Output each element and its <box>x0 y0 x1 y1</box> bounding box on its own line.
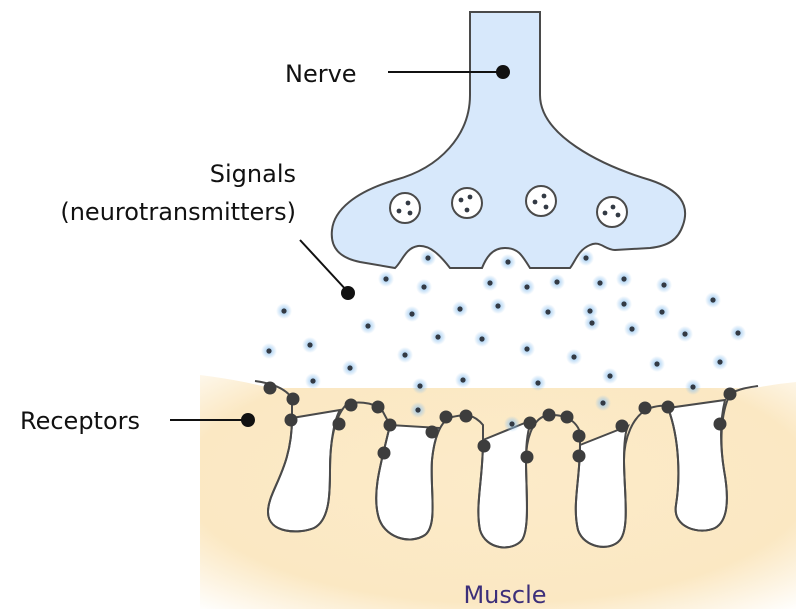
neurotransmitter-particle <box>342 360 358 376</box>
receptor <box>264 382 277 395</box>
signals-sublabel: (neurotransmitters) <box>60 198 296 226</box>
neurotransmitter-particle <box>261 343 277 359</box>
neurotransmitter-particle <box>584 315 600 331</box>
receptor <box>524 417 537 430</box>
nerve-label: Nerve <box>285 60 357 88</box>
receptor <box>333 418 346 431</box>
neurotransmitter-particle <box>677 326 693 342</box>
receptors-label: Receptors <box>20 407 140 435</box>
receptor <box>714 418 727 431</box>
muscle-label: Muscle <box>463 581 546 609</box>
receptor <box>384 419 397 432</box>
receptor <box>662 401 675 414</box>
neurotransmitter-particle <box>549 274 565 290</box>
vesicle <box>597 197 627 227</box>
neurotransmitter-particle <box>490 298 506 314</box>
neurotransmitter-particle <box>595 395 611 411</box>
neurotransmitter-particle <box>504 416 520 432</box>
neurotransmitter-particle <box>519 279 535 295</box>
neurotransmitter-particle <box>578 250 594 266</box>
neurotransmitter-particle <box>452 301 468 317</box>
neurotransmitter-particle <box>455 372 471 388</box>
receptor <box>285 414 298 427</box>
neurotransmitter-particle <box>397 347 413 363</box>
nerve-terminal <box>332 12 685 268</box>
neurotransmitter-particle <box>730 325 746 341</box>
receptor <box>440 411 453 424</box>
neurotransmitter-particle <box>685 379 701 395</box>
receptor <box>573 450 586 463</box>
receptor <box>460 410 473 423</box>
receptor <box>561 411 574 424</box>
neurotransmitter-particle <box>378 271 394 287</box>
signals-pointer-dot <box>341 286 355 300</box>
neurotransmitter-particle <box>474 331 490 347</box>
neurotransmitter-particle <box>482 275 498 291</box>
neurotransmitter-particle <box>649 356 665 372</box>
receptor <box>639 402 652 415</box>
neurotransmitter-particle <box>705 292 721 308</box>
neurotransmitter-particle <box>412 378 428 394</box>
neurotransmitter-particle <box>305 373 321 389</box>
neurotransmitter-particle <box>540 304 556 320</box>
neurotransmitter-particle <box>519 341 535 357</box>
receptor <box>287 393 300 406</box>
neurotransmitter-particle <box>592 275 608 291</box>
receptor <box>345 399 358 412</box>
nerve-pointer-dot <box>496 65 510 79</box>
neurotransmitter-particle <box>430 329 446 345</box>
neurotransmitter-particle <box>276 303 292 319</box>
neurotransmitter-particle <box>416 279 432 295</box>
receptor <box>378 447 391 460</box>
receptor <box>543 409 556 422</box>
receptor <box>478 440 491 453</box>
neurotransmitter-particle <box>302 337 318 353</box>
vesicle <box>452 188 482 218</box>
receptor <box>616 420 629 433</box>
neurotransmitter-particle <box>500 254 516 270</box>
neurotransmitter-particle <box>616 296 632 312</box>
receptor <box>372 401 385 414</box>
receptor <box>724 388 737 401</box>
neurotransmitter-particle <box>654 304 670 320</box>
neurotransmitter-particle <box>624 321 640 337</box>
neurotransmitter-particle <box>656 277 672 293</box>
receptor <box>573 430 586 443</box>
neurotransmitter-particle <box>420 250 436 266</box>
neurotransmitter-particle <box>404 306 420 322</box>
vesicle <box>526 186 556 216</box>
neurotransmitter-particle <box>712 354 728 370</box>
neurotransmitter-particle <box>360 318 376 334</box>
neurotransmitter-particle <box>530 375 546 391</box>
receptors-pointer-dot <box>241 413 255 427</box>
receptor <box>426 426 439 439</box>
neurotransmitter-particle <box>566 349 582 365</box>
receptor <box>521 451 534 464</box>
neurotransmitter-particle <box>410 402 426 418</box>
neurotransmitter-particle <box>616 271 632 287</box>
vesicle <box>390 193 420 223</box>
neurotransmitter-particle <box>602 368 618 384</box>
signals-label: Signals <box>210 160 296 188</box>
